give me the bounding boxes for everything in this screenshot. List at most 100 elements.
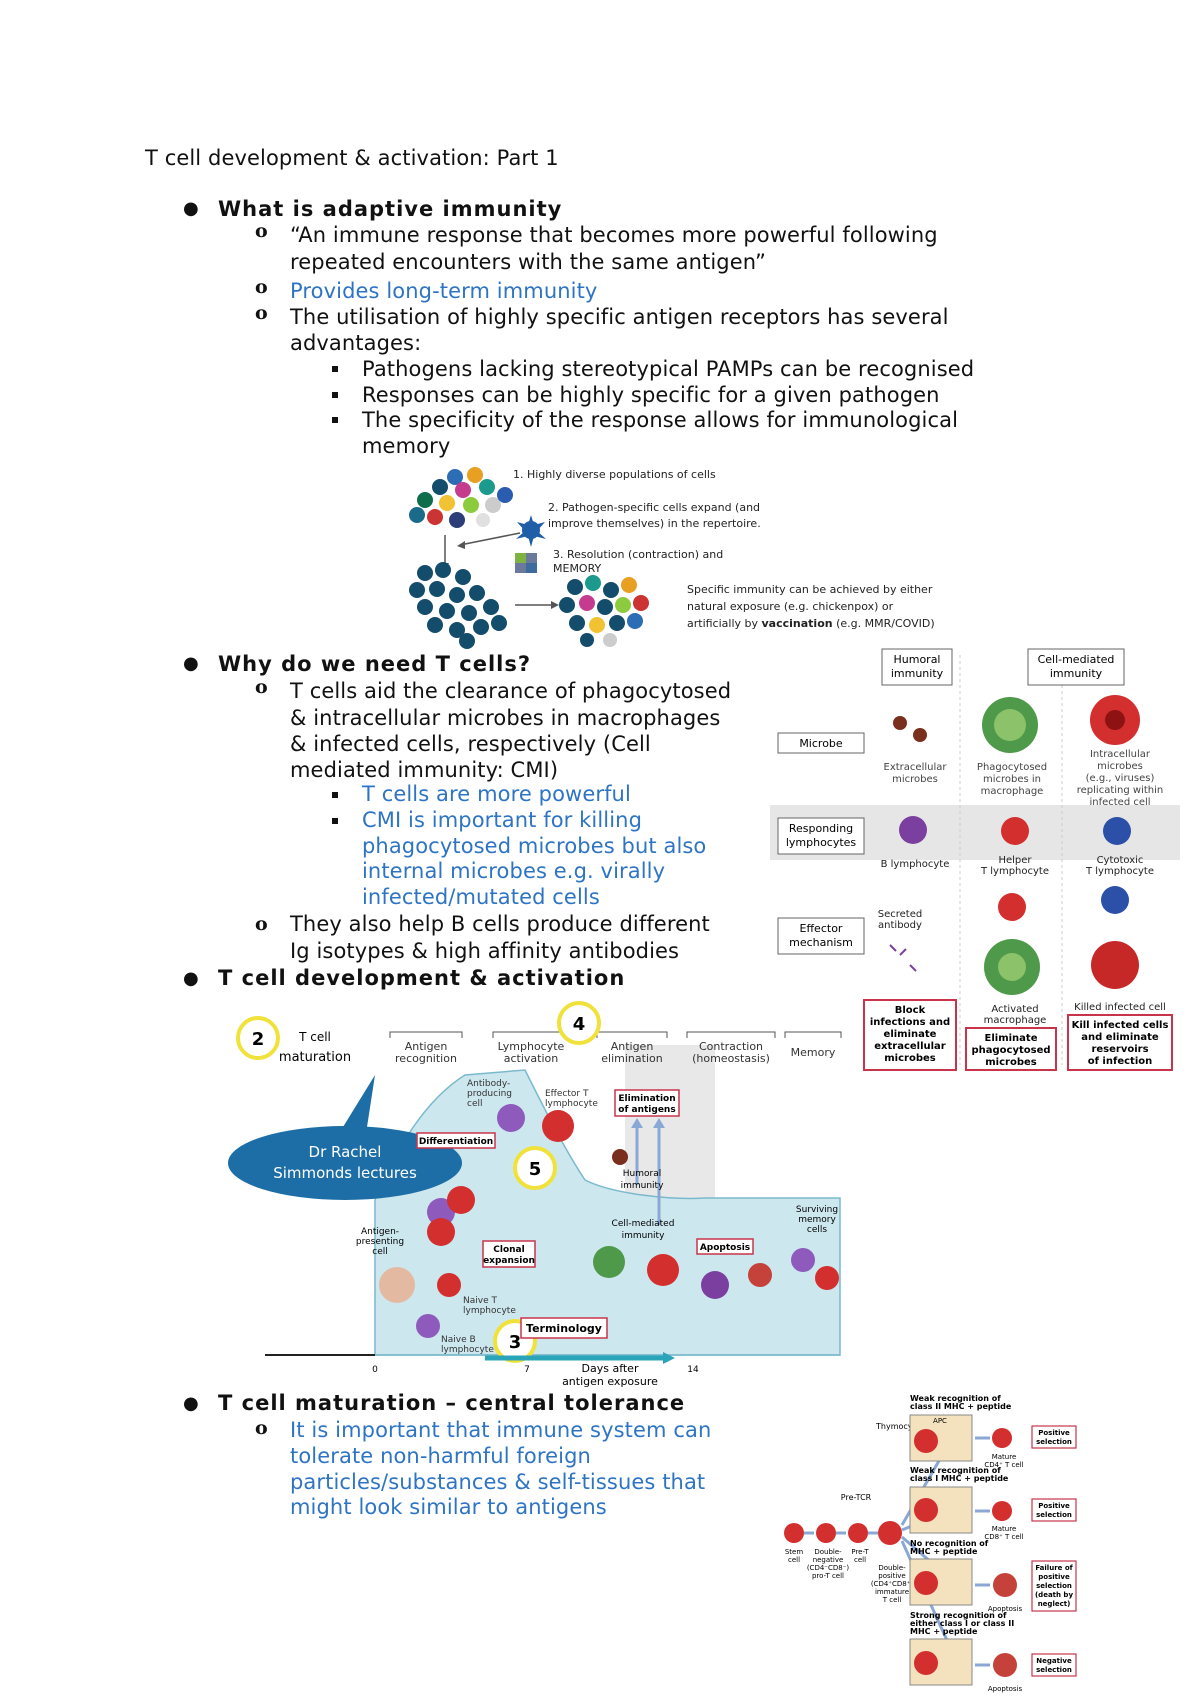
figure-label: CD8⁺ T cell — [984, 1533, 1023, 1541]
figure-label: Differentiation — [419, 1137, 493, 1147]
figure-label: memory — [798, 1215, 836, 1225]
mature-cd8-cell-icon — [992, 1501, 1012, 1521]
figure-label: T cell — [882, 1596, 902, 1604]
figure-label: Apoptosis — [988, 1685, 1023, 1693]
text-line: Provides long-term immunity — [290, 279, 598, 303]
axis-label: antigen exposure — [562, 1375, 658, 1388]
memory-cell-icon — [791, 1248, 815, 1272]
circle-bullet: o — [255, 676, 268, 698]
figure-label: cell — [467, 1099, 483, 1109]
figure-label: Weak recognition of — [910, 1466, 1001, 1475]
text-line: The utilisation of highly specific antig… — [290, 305, 949, 329]
figure-label: positive — [878, 1572, 905, 1580]
figure-label: Elimination — [618, 1094, 675, 1104]
cell-label: Intracellular — [1090, 749, 1151, 760]
figure-label: Negative — [1036, 1657, 1072, 1665]
text-line: T cells aid the clearance of phagocytose… — [290, 679, 732, 703]
column-header: immunity — [891, 667, 944, 680]
outcome-text: microbes — [884, 1053, 936, 1064]
circle-bullet: o — [255, 302, 268, 324]
square-bullet — [332, 792, 338, 798]
figure-label: selection — [1036, 1666, 1072, 1674]
circle-bullet: o — [255, 220, 268, 242]
adaptive-immunity-figure: 1. Highly diverse populations of cells 2… — [409, 467, 935, 649]
naive-t-cell-icon — [437, 1273, 461, 1297]
apoptotic-cell-icon — [993, 1653, 1017, 1677]
figure-label: cell — [788, 1556, 800, 1564]
section-heading: T cell development & activation — [218, 966, 626, 990]
pathogen-icon — [516, 515, 546, 547]
figure-label: producing — [467, 1089, 512, 1099]
mature-cd4-cell-icon — [992, 1428, 1012, 1448]
figure-label: Pre-T — [851, 1548, 869, 1556]
figure-label: MEMORY — [553, 562, 602, 575]
figure-label: improve themselves) in the repertoire. — [548, 517, 761, 530]
figure-label: Thymocyte — [875, 1422, 921, 1431]
figure-label: of antigens — [618, 1105, 675, 1115]
figure-label: Surviving — [796, 1205, 838, 1215]
page-title: T cell development & activation: Part 1 — [145, 146, 559, 170]
number-badge-text: 5 — [529, 1159, 542, 1180]
text-line: tolerate non-harmful foreign — [290, 1444, 591, 1468]
figure-label: Effector T — [545, 1089, 589, 1099]
diverse-cell-cluster — [409, 467, 513, 528]
text-line: Ig isotypes & high affinity antibodies — [290, 939, 680, 963]
antibody-icon — [889, 944, 917, 972]
svg-text:Antigen: Antigen — [405, 1040, 448, 1053]
row-label: mechanism — [789, 936, 853, 949]
figure-label: immature — [875, 1588, 909, 1596]
svg-text:Lymphocyte: Lymphocyte — [498, 1040, 565, 1053]
figure-label: Naive T — [463, 1296, 497, 1306]
number-badge — [236, 1016, 280, 1060]
figure-label: Naive B — [441, 1335, 476, 1345]
figure-label: lymphocyte — [463, 1306, 516, 1316]
text-line: memory — [362, 434, 451, 458]
text-line: T cells are more powerful — [362, 782, 631, 806]
outcome-text: Block — [895, 1005, 926, 1016]
figure-label: (CD4⁻CD8⁻) — [807, 1564, 850, 1572]
cytotoxic-t-cell-icon — [1103, 817, 1131, 845]
text-line: mediated immunity: CMI) — [290, 758, 559, 782]
number-badge — [513, 1146, 557, 1190]
figure-label: lymphocyte — [545, 1099, 598, 1109]
phase-header: Antigen recognition — [389, 1031, 463, 1065]
outcome-text: Eliminate — [985, 1033, 1038, 1044]
row-label: Responding — [789, 822, 853, 835]
svg-text:Memory: Memory — [791, 1046, 836, 1059]
effector-t-cell-icon — [647, 1254, 679, 1286]
outcome-text: reservoirs — [1091, 1044, 1148, 1055]
axis-tick: 0 — [372, 1365, 378, 1375]
phase-header: Lymphocyte activation — [492, 1031, 572, 1065]
circle-bullet: o — [255, 913, 268, 935]
figure-label: Weak recognition of — [910, 1394, 1001, 1403]
helper-t-cell-icon — [1001, 817, 1029, 845]
figure-label: cells — [807, 1225, 827, 1235]
text-line: Pathogens lacking stereotypical PAMPs ca… — [362, 357, 975, 381]
figure-note: artificially by vaccination (e.g. MMR/CO… — [687, 617, 935, 630]
bullet-dot: ● — [183, 653, 199, 674]
cell-label: T lymphocyte — [980, 866, 1049, 877]
text-line: The specificity of the response allows f… — [362, 408, 958, 432]
outcome-text: Kill infected cells — [1072, 1020, 1169, 1031]
figure-label: lymphocyte — [441, 1345, 494, 1355]
figure-label: MHC + peptide — [910, 1627, 978, 1636]
svg-text:elimination: elimination — [601, 1052, 662, 1065]
cell-label: macrophage — [984, 1015, 1047, 1026]
svg-text:recognition: recognition — [395, 1052, 457, 1065]
figure-label: MHC + peptide — [910, 1547, 978, 1556]
outcome-text: extracellular — [874, 1041, 946, 1052]
figure-label: selection — [1036, 1511, 1072, 1519]
cell-label: microbes — [892, 774, 938, 785]
figure-label: CD4⁺ T cell — [984, 1461, 1023, 1469]
outcome-text: microbes — [985, 1057, 1037, 1068]
figure-label: Terminology — [526, 1322, 602, 1335]
figure-label: T cell — [298, 1030, 331, 1044]
cell-label: Helper — [998, 855, 1032, 866]
apoptotic-cell-icon — [993, 1573, 1017, 1597]
text-line: CMI is important for killing — [362, 808, 643, 832]
figure-label: immunity — [622, 1231, 665, 1241]
text-line: & intracellular microbes in macrophages — [290, 706, 721, 730]
infected-cell-icon — [1090, 695, 1140, 745]
thymic-epithelium — [909, 1414, 973, 1462]
figure-label: No recognition of — [910, 1539, 989, 1548]
